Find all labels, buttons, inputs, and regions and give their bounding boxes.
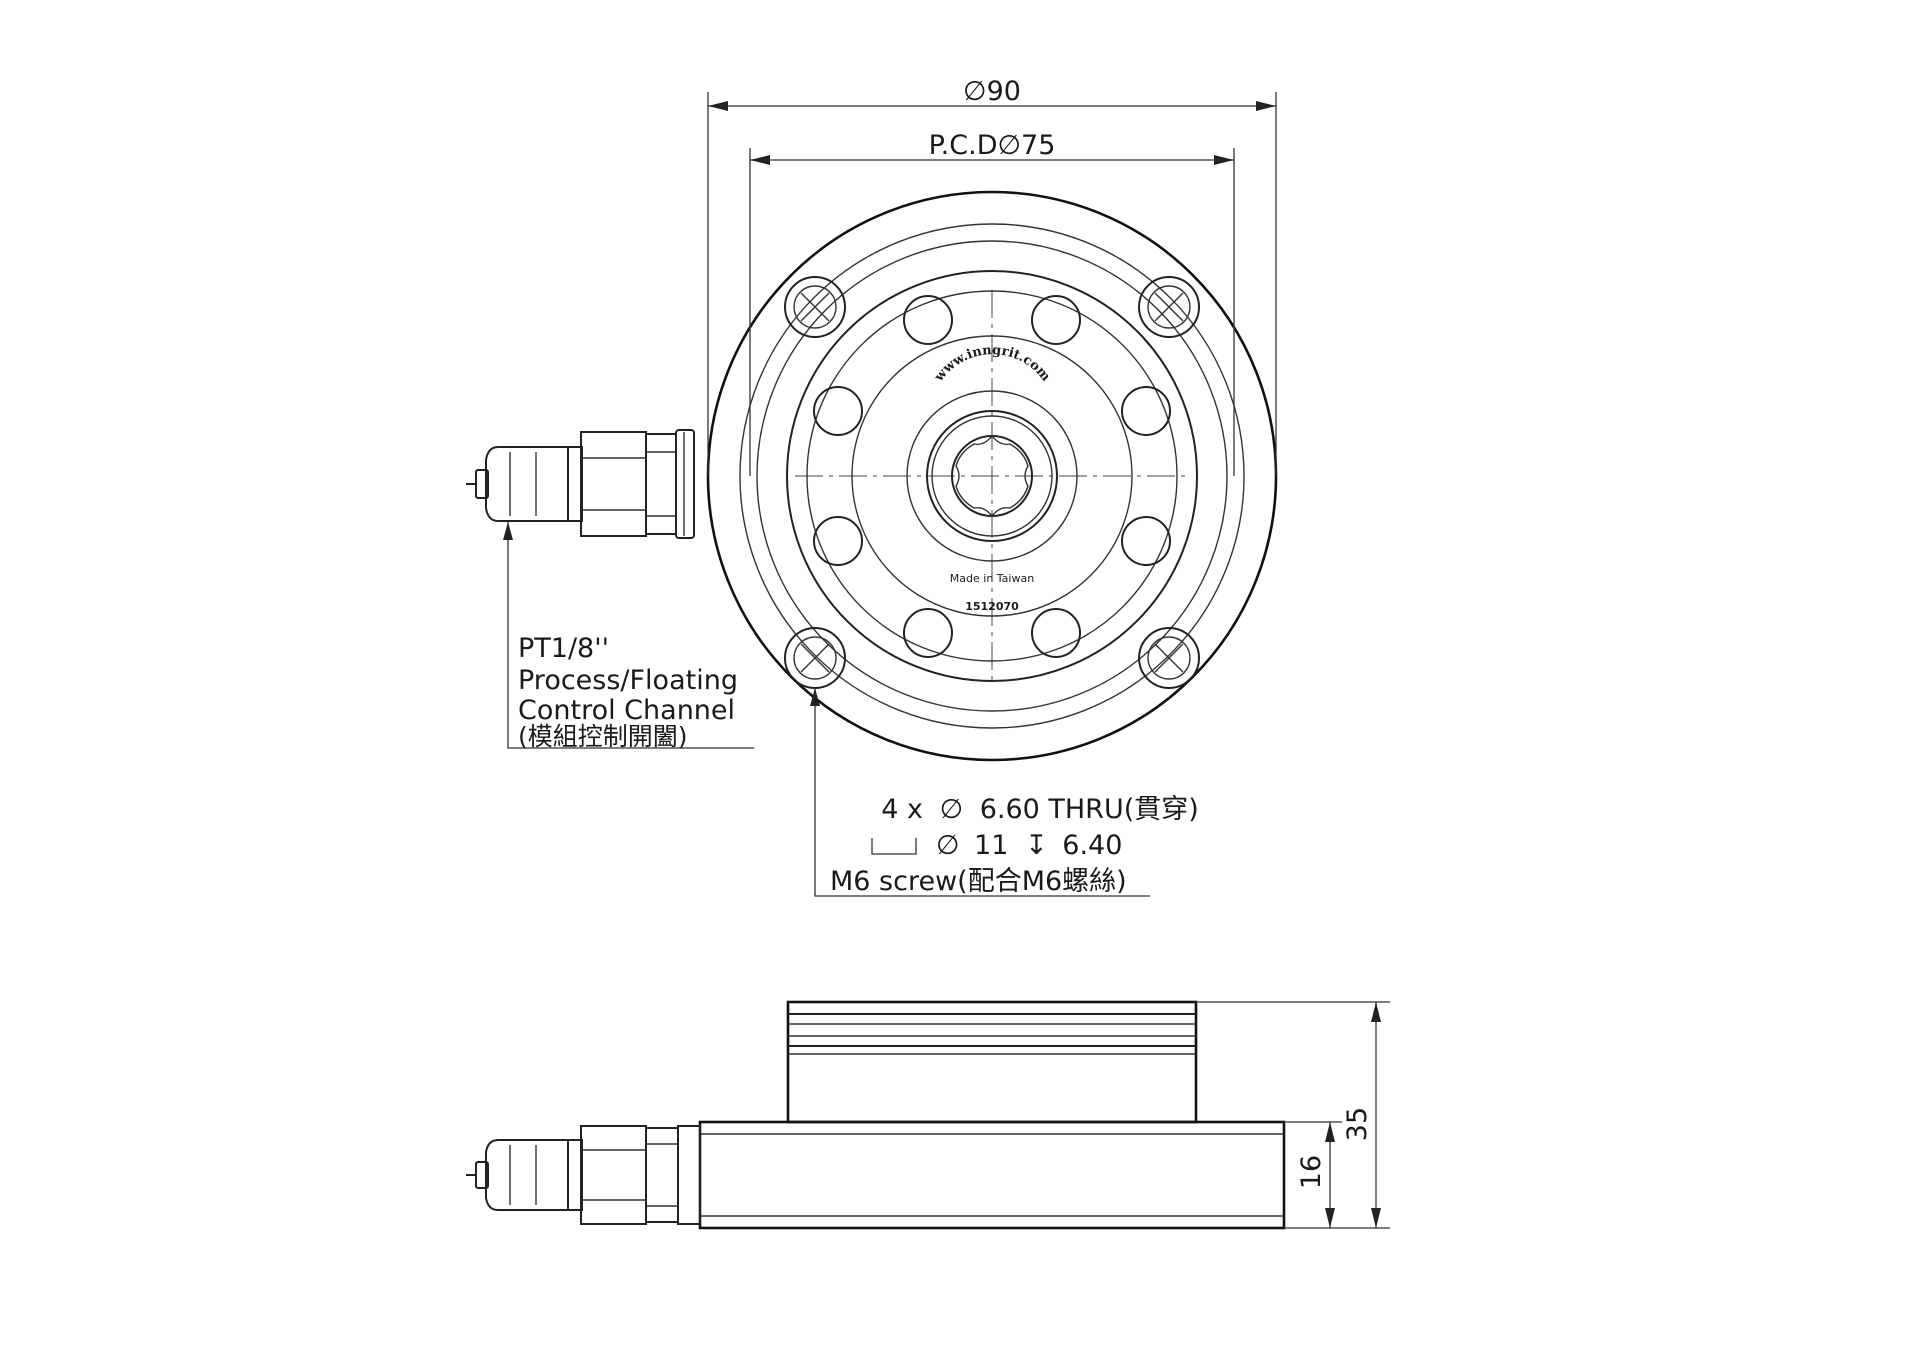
bore-outer-circle [906,390,1078,562]
hub-circle [851,335,1133,617]
total-height-value: 35 [1342,1107,1373,1141]
top-view: www.inngrit.com Made in Taiwan 1512070 [466,76,1278,897]
origin-marking: Made in Taiwan [950,572,1034,585]
mounting-hole [903,295,953,345]
outer-diameter-value: 90 [987,76,1021,107]
mounting-hole [813,386,863,436]
pneumatic-fitting-side [466,1125,701,1225]
mounting-hole [903,608,953,658]
pneumatic-fitting-top [466,429,695,539]
side-view: 35 16 [466,1000,1390,1230]
center-spline [951,434,1033,518]
bore-circle [926,410,1058,542]
bolt-ring-inner [806,290,1178,662]
counterbore-icon [871,838,917,855]
port-description-line1: Process/Floating [518,665,738,696]
mounting-hole [1121,516,1171,566]
corner-screw-hole [1138,276,1200,338]
port-description-line2: Control Channel [518,695,735,726]
serial-marking: 1512070 [965,600,1019,613]
svg-text:4 x ∅ 6.60 THR: 4 x ∅ 6.60 THRU(貫穿) [881,794,1199,825]
thru-hole-spec: 6.60 THRU(貫穿) [980,794,1199,825]
hole-count: 4 x [881,794,923,825]
base-flange [698,1120,1286,1230]
base-height-dimension: 16 [1284,1121,1342,1228]
svg-text:P.C.D∅75: P.C.D∅75 [929,130,1056,161]
diameter-symbol: ∅ [936,830,960,861]
svg-text:∅ 11 ↧: ∅ 11 ↧ 6.40 [936,830,1122,861]
pcd-label: P.C.D [929,130,998,161]
hole-callout: 4 x ∅ 6.60 THRU(貫穿) ∅ 11 ↧ 6.40 M6 screw… [830,794,1199,897]
screw-spec: M6 screw(配合M6螺絲) [830,866,1127,897]
top-plate-circle [786,270,1198,682]
mounting-hole [1031,608,1081,658]
diameter-symbol: ∅ [940,794,964,825]
pcd-circle [756,240,1228,712]
pcd-value: 75 [1021,130,1055,161]
depth-icon: ↧ [1025,830,1048,861]
counterbore-depth: 6.40 [1062,830,1122,861]
mounting-hole [813,516,863,566]
port-thread-spec: PT1/8'' [518,633,609,664]
total-height-dimension: 35 [1196,1001,1390,1229]
outer-diameter-dimension: ∅90 [707,76,1277,476]
port-leader-line [507,522,754,749]
bore-chamfer-circle [931,415,1053,537]
flange-inner-circle [739,223,1245,729]
port-description-chinese: (模組控制開闔) [518,722,688,751]
corner-screw-hole [1138,627,1200,689]
port-callout: PT1/8'' Process/Floating Control Channel… [518,633,738,751]
counterbore-diameter: 11 [974,830,1008,861]
diameter-symbol: ∅ [998,130,1022,161]
diameter-symbol: ∅ [963,76,987,107]
mounting-hole [1121,386,1171,436]
svg-text:∅90: ∅90 [963,76,1021,107]
corner-screw-hole [784,276,846,338]
pcd-dimension: P.C.D∅75 [749,130,1235,476]
base-height-value: 16 [1296,1155,1327,1189]
upper-cylinder [786,1000,1198,1124]
mounting-hole [1031,295,1081,345]
hole-leader-line [814,688,1150,897]
corner-screw-hole [784,627,846,689]
